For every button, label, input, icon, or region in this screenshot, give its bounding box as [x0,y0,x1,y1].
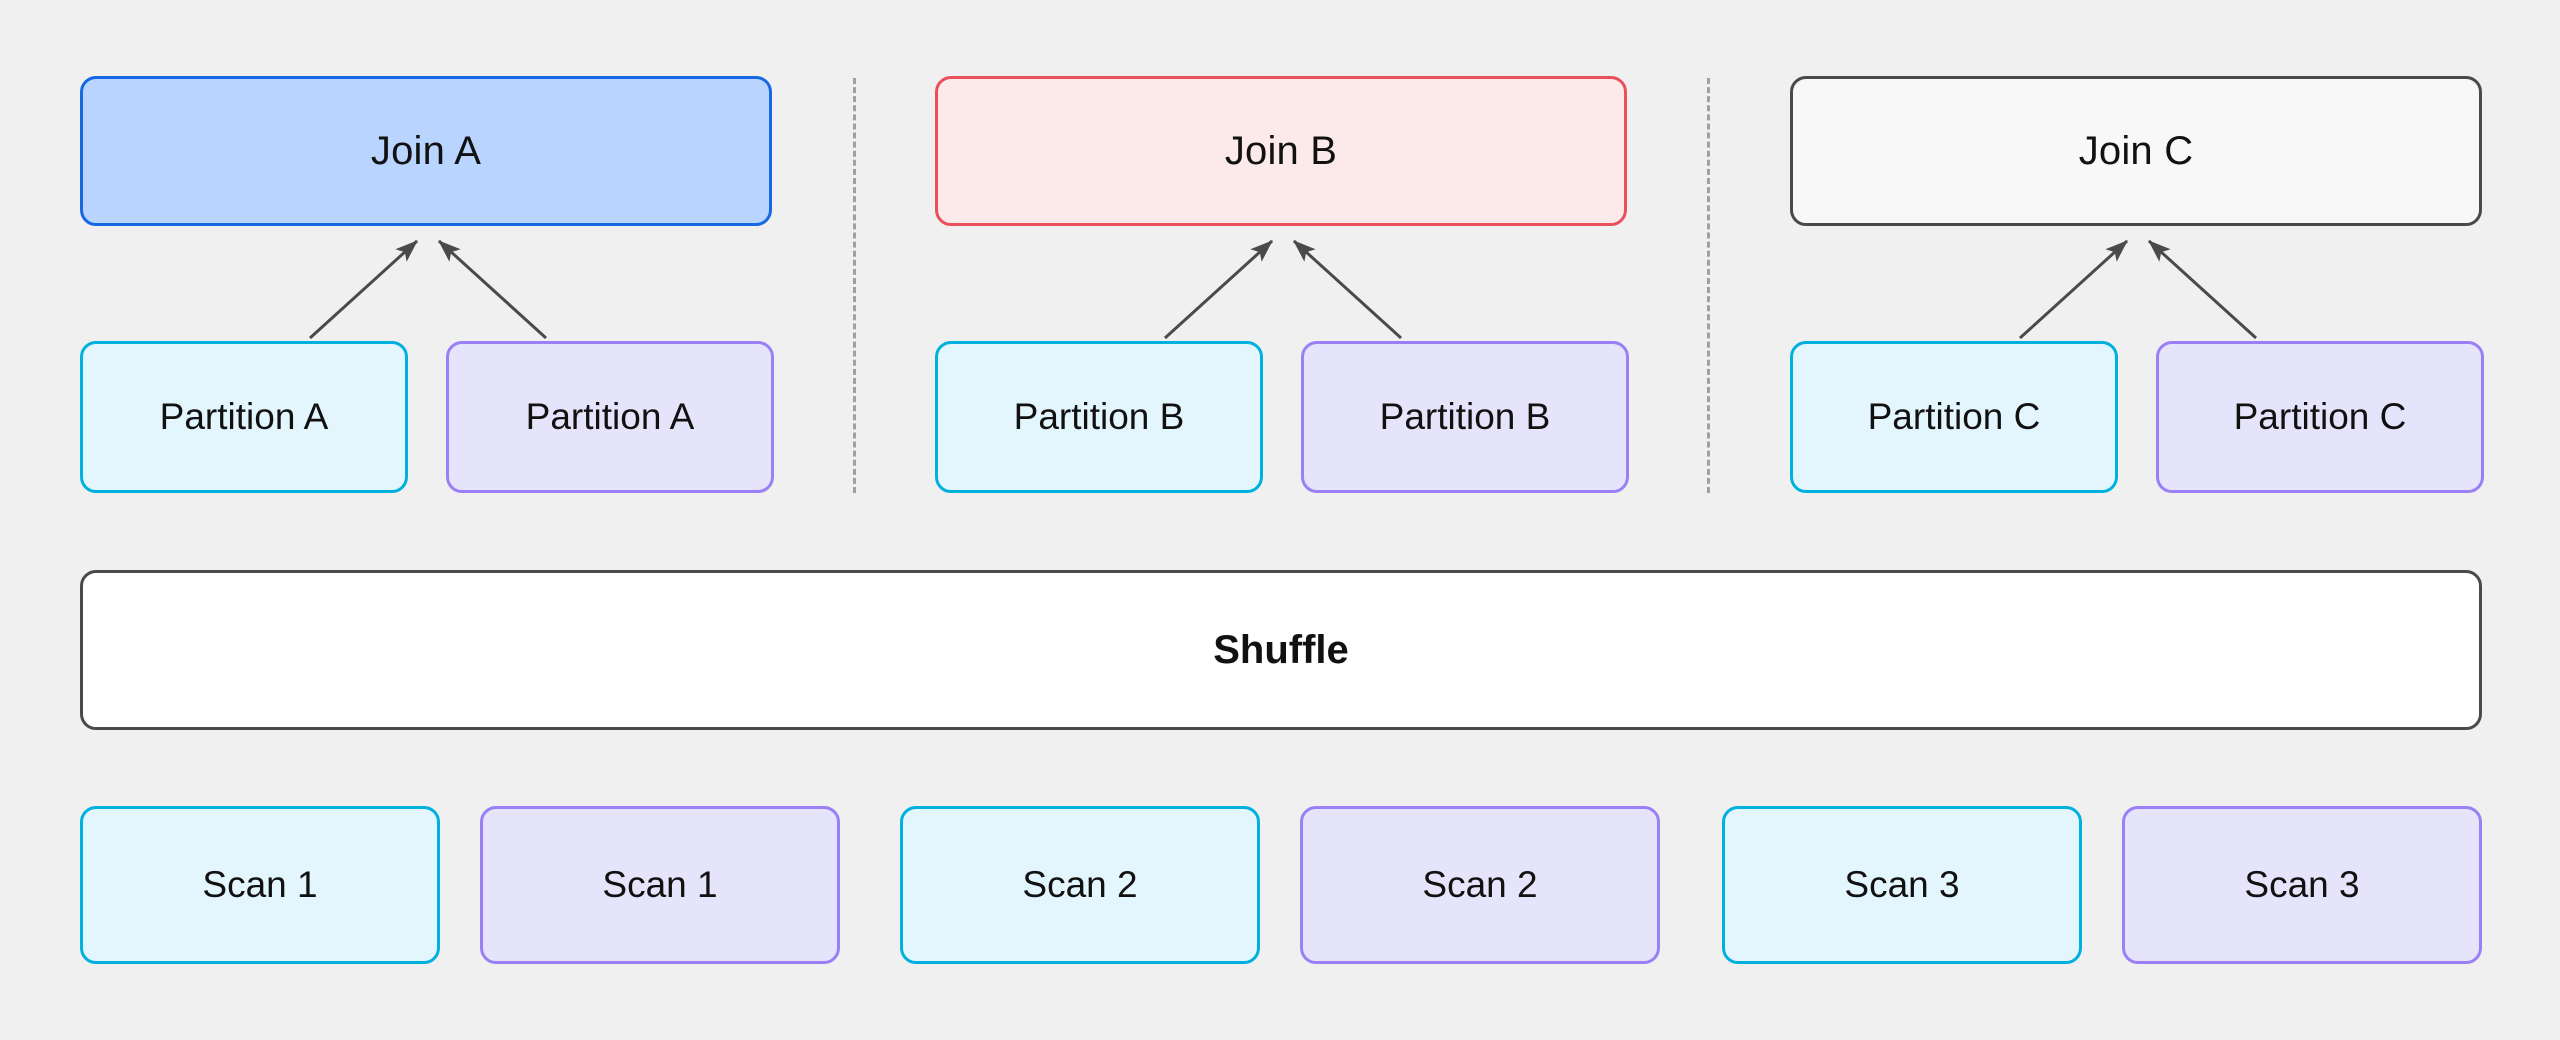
scan-node-1-cyan-label: Scan 1 [202,864,318,905]
scan-node-3-purple-label: Scan 3 [2244,864,2360,905]
edge-partition-a-cyan-to-join-a [308,239,419,340]
scan-node-3-cyan-label: Scan 3 [1844,864,1960,905]
edge-partition-b-cyan-to-join-b [1163,239,1274,340]
join-node-b-label: Join B [1224,128,1338,173]
partition-node-c-purple-label: Partition C [2233,396,2407,437]
separator-b-c [1707,78,1710,493]
edge-partition-b-purple-to-join-b [1292,239,1403,340]
partition-node-a-cyan-label: Partition A [159,396,329,437]
scan-node-1-purple-label: Scan 1 [602,864,718,905]
scan-node-3-purple[interactable]: Scan 3 [2122,806,2482,964]
edge-partition-c-cyan-to-join-c [2018,239,2129,340]
partition-node-a-cyan[interactable]: Partition A [80,341,408,493]
edge-partition-c-purple-to-join-c [2147,239,2258,340]
partition-node-b-purple-label: Partition B [1379,396,1551,437]
partition-node-b-cyan[interactable]: Partition B [935,341,1263,493]
join-node-a-label: Join A [370,128,482,173]
separator-a-b [853,78,856,493]
partition-node-a-purple[interactable]: Partition A [446,341,774,493]
scan-node-1-purple[interactable]: Scan 1 [480,806,840,964]
partition-node-c-purple[interactable]: Partition C [2156,341,2484,493]
partition-node-c-cyan-label: Partition C [1867,396,2041,437]
partition-node-c-cyan[interactable]: Partition C [1790,341,2118,493]
partition-node-a-purple-label: Partition A [525,396,695,437]
scan-node-2-cyan-label: Scan 2 [1022,864,1138,905]
join-node-c[interactable]: Join C [1790,76,2482,226]
edge-partition-a-purple-to-join-a [437,239,548,340]
shuffle-node[interactable]: Shuffle [80,570,2482,730]
join-node-c-label: Join C [2078,128,2194,173]
partition-node-b-purple[interactable]: Partition B [1301,341,1629,493]
join-node-a[interactable]: Join A [80,76,772,226]
scan-node-2-purple-label: Scan 2 [1422,864,1538,905]
scan-node-1-cyan[interactable]: Scan 1 [80,806,440,964]
scan-node-3-cyan[interactable]: Scan 3 [1722,806,2082,964]
join-node-b[interactable]: Join B [935,76,1627,226]
scan-node-2-purple[interactable]: Scan 2 [1300,806,1660,964]
shuffle-node-label: Shuffle [1213,627,1349,672]
partition-node-b-cyan-label: Partition B [1013,396,1185,437]
scan-node-2-cyan[interactable]: Scan 2 [900,806,1260,964]
